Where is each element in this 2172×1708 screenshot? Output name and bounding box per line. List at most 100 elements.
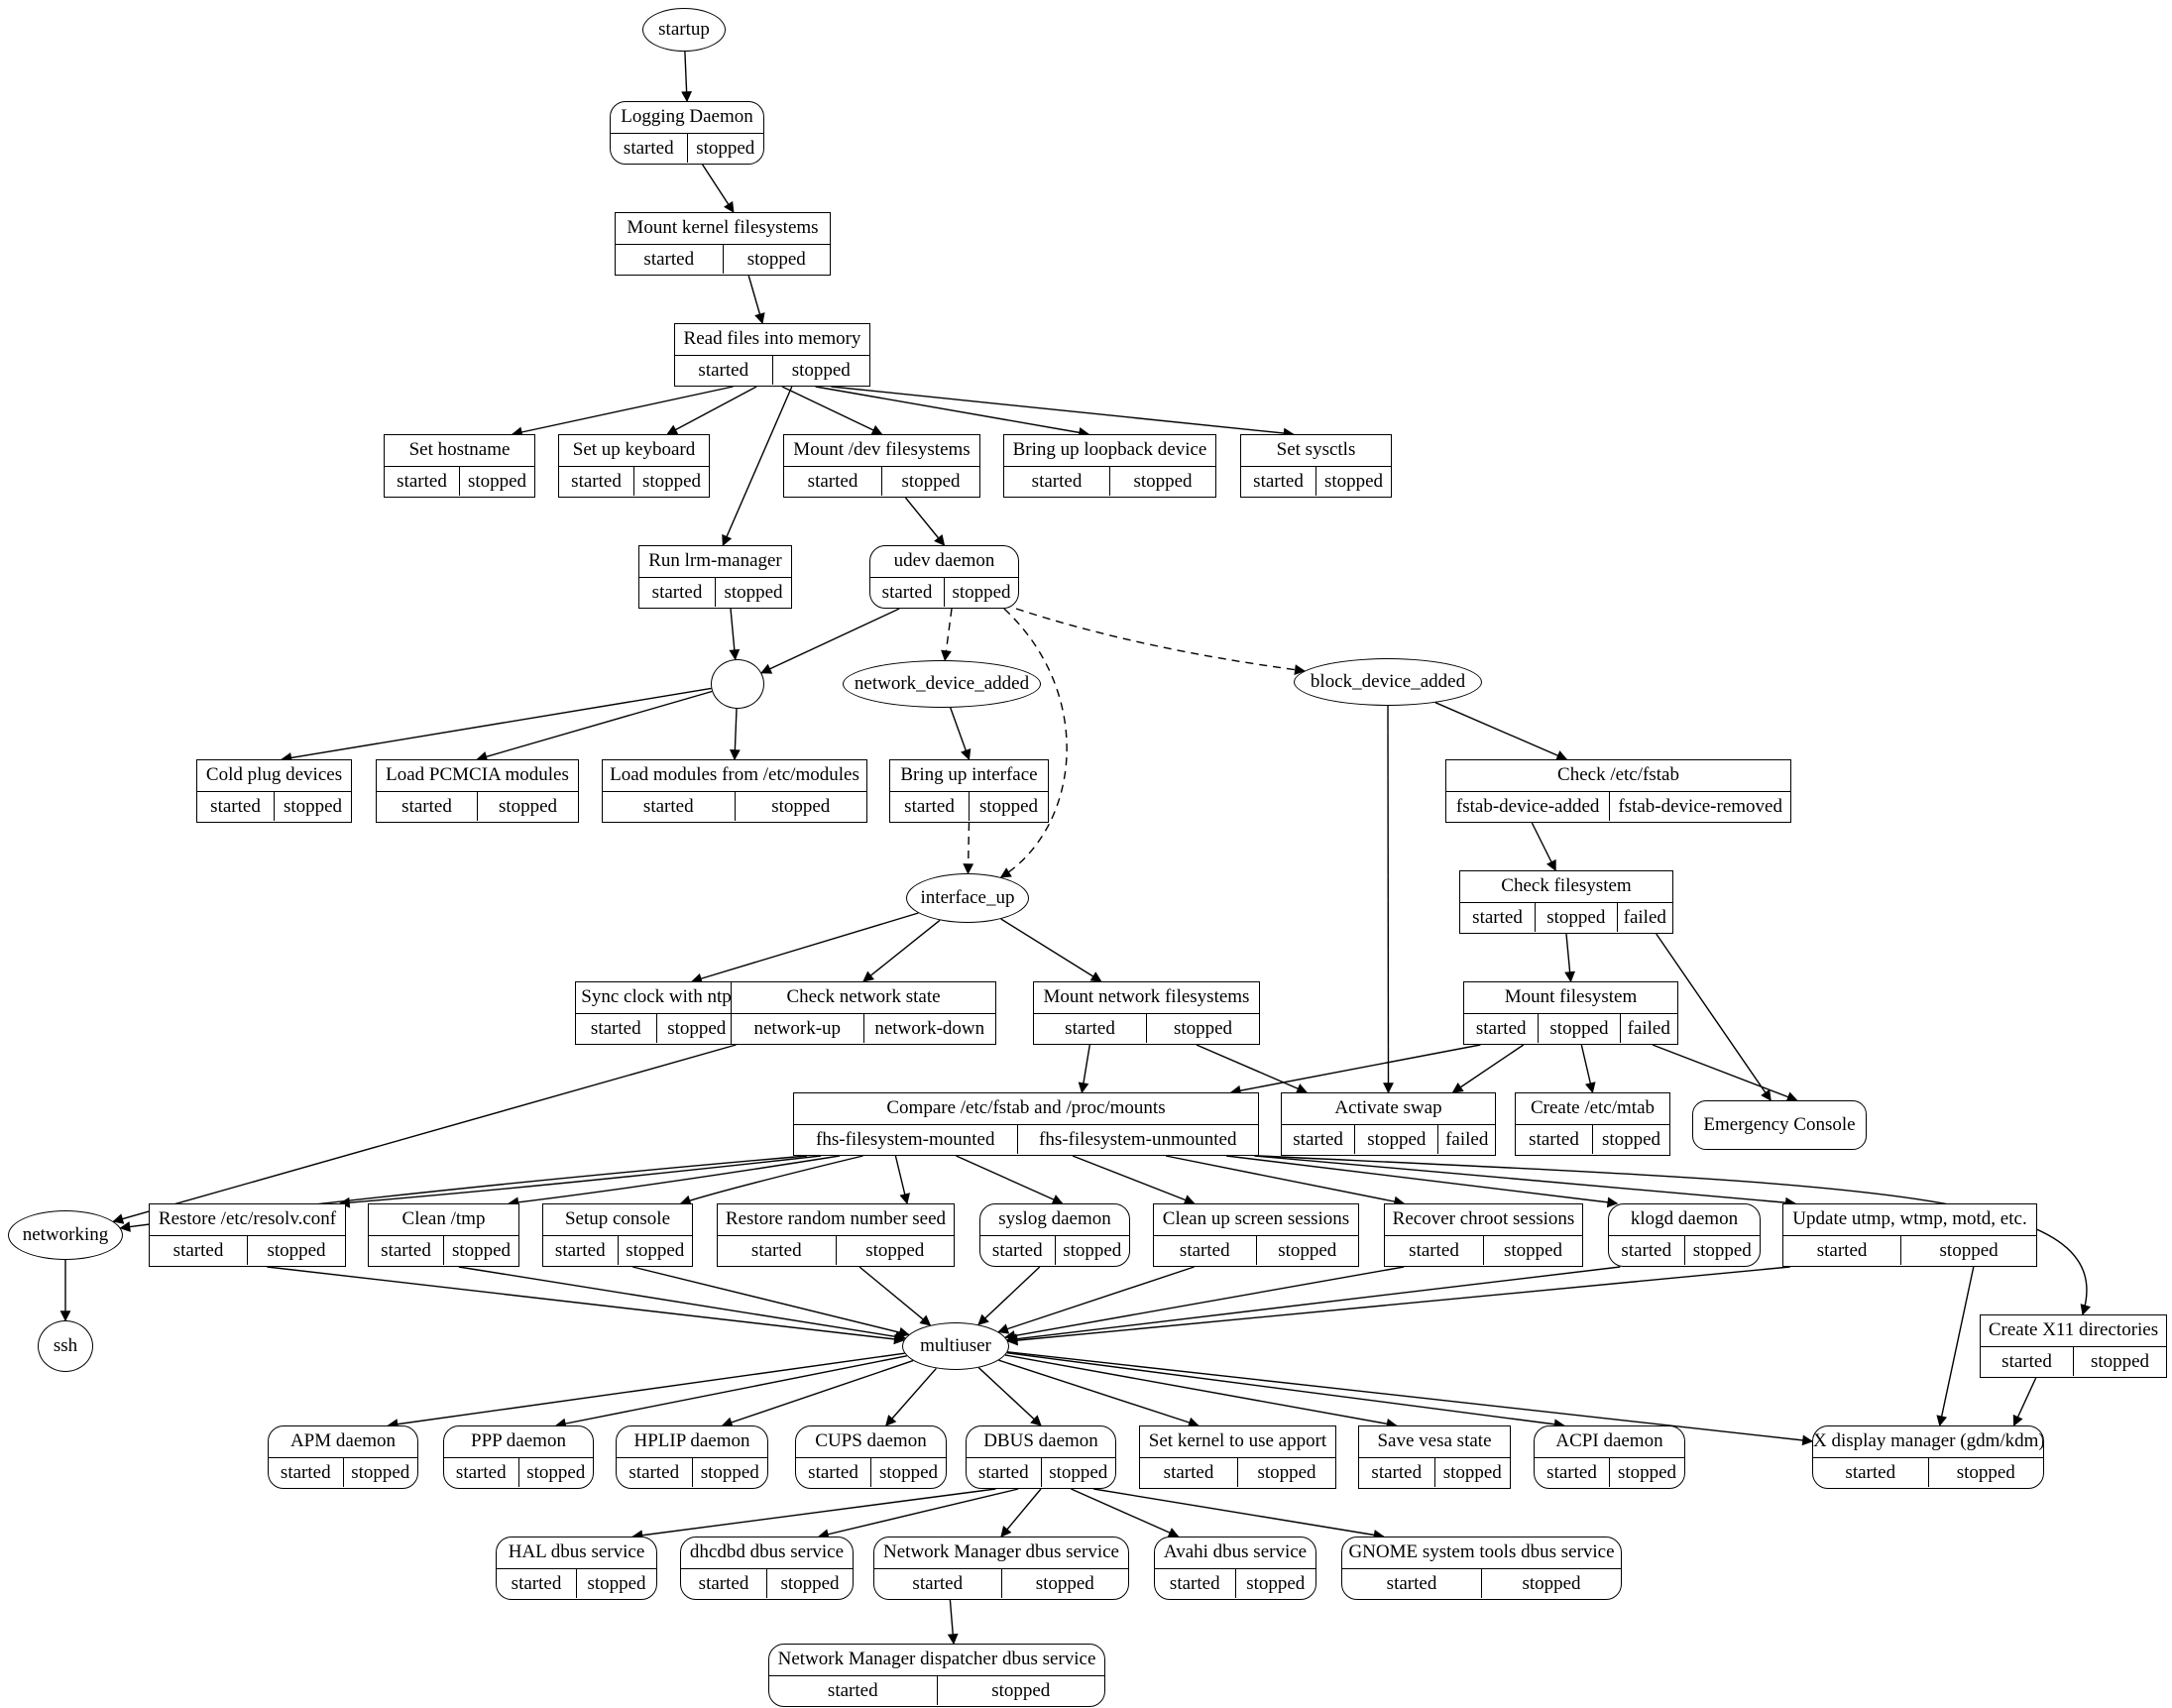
node-cups-state-started: started [808,1462,858,1483]
node-blockdevadd: block_device_added [1294,658,1482,706]
node-emergency: Emergency Console [1692,1100,1867,1150]
node-apm-state-stopped: stopped [342,1458,418,1487]
edge-multiuser-to-acpi [1006,1352,1565,1430]
node-apport-state-stopped: stopped [1237,1458,1335,1487]
node-cleantmp-state-stopped: stopped [443,1236,518,1265]
node-klogd-state-stopped: stopped [1683,1236,1761,1265]
node-cleanscreen-label: Clean up screen sessions [1154,1204,1358,1236]
node-loggingd-state-stopped: stopped [686,134,764,163]
node-avahi-state-stopped: stopped [1234,1569,1316,1598]
node-hplip-state-started: started [629,1462,680,1483]
edge-nmdbus-to-nmdispatch [947,1599,959,1646]
edge-dbus-to-hal [631,1488,996,1541]
node-acpi-label: ACPI daemon [1535,1426,1684,1458]
node-coldplug-label: Cold plug devices [197,760,351,792]
edge-randomseed-to-multiuser [858,1266,932,1326]
node-restoreresolv-state-stopped: stopped [247,1236,345,1265]
node-compare-state-fhs-filesystem-mounted: fhs-filesystem-mounted [816,1129,995,1150]
edge-multiuser-to-apm [387,1352,905,1430]
edge-dbus-to-avahi [1071,1488,1180,1537]
node-checkfs-label: Check filesystem [1460,871,1672,903]
node-sysctls-state-started: started [1253,471,1304,492]
node-checknet-state-network-up: network-up [753,1018,842,1039]
node-sysctls-label: Set sysctls [1241,435,1391,467]
node-activateswap-label: Activate swap [1282,1093,1495,1125]
node-lrm-label: Run lrm-manager [639,546,791,578]
node-ppp-state-stopped: stopped [517,1458,594,1487]
node-dhcdbd-label: dhcdbd dbus service [681,1537,853,1569]
node-dbus-state-started: started [977,1462,1029,1483]
edge-multiuser-to-dbus [977,1367,1042,1426]
node-randomseed-state-stopped: stopped [835,1236,955,1265]
node-mountkernfs-state-stopped: stopped [722,245,831,274]
edge-readfiles-to-loopback [815,386,1090,438]
node-syncclock-label: Sync clock with ntp [576,982,737,1014]
edge-dbus-to-nmdbus [1000,1488,1042,1537]
edge-recoverchroot-to-multiuser [1004,1266,1405,1341]
node-activateswap-state-started: started [1293,1129,1343,1150]
edge-cleantmp-to-multiuser [458,1266,907,1342]
node-avahi-label: Avahi dbus service [1155,1537,1315,1569]
edge-compare-to-syslogd [956,1155,1064,1204]
node-readfiles-label: Read files into memory [675,324,869,356]
edge-syslogd-to-multiuser [977,1266,1041,1326]
edge-multiuser-to-vesa [1004,1354,1398,1429]
edge-compare-to-cleantmp [508,1155,841,1208]
node-loadmodules-state-stopped: stopped [734,792,867,821]
node-apm-state-started: started [280,1462,331,1483]
node-coldplug-state-stopped: stopped [274,792,351,821]
node-cleantmp-state-started: started [381,1240,431,1261]
node-loopback-state-stopped: stopped [1109,467,1215,496]
node-sethostname-label: Set hostname [385,435,534,467]
node-syncclock-state-started: started [590,1018,641,1039]
node-xdm-label: X display manager (gdm/kdm) [1813,1426,2043,1458]
node-mountfs-state-stopped: stopped [1538,1014,1619,1043]
node-activateswap-state-stopped: stopped [1354,1125,1437,1154]
node-apm-states: started stopped [269,1458,417,1487]
edge-circle-to-coldplug [281,687,712,763]
node-setupconsole-state-started: started [554,1240,606,1261]
node-loadmodules-label: Load modules from /etc/modules [603,760,866,792]
edge-multiuser-to-cups [885,1367,937,1426]
node-keyboard-state-started: started [571,471,622,492]
node-checknet-state-network-down: network-down [862,1014,996,1043]
node-mtab-state-stopped: stopped [1592,1125,1669,1154]
node-randomseed-state-started: started [750,1240,802,1261]
edge-blockdevadd-to-checkfstab [1434,702,1568,761]
node-keyboard-state-stopped: stopped [633,467,709,496]
edge-udev-to-interface_up [999,608,1068,878]
node-syslogd-state-stopped: stopped [1054,1236,1130,1265]
edge-updateutmp-to-multiuser [1006,1266,1790,1346]
